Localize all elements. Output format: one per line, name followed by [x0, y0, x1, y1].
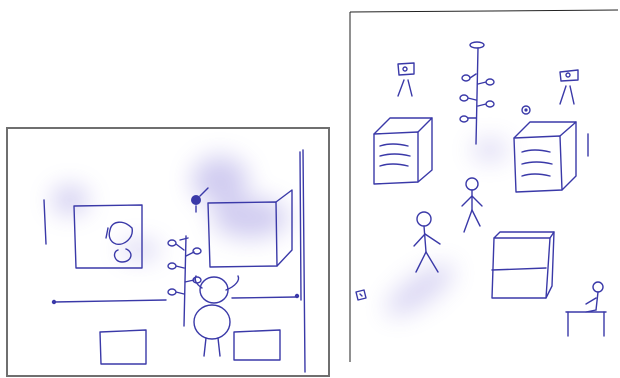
left-sketch [7, 128, 329, 376]
stick-figure-icon [462, 178, 482, 232]
pin-marker-icon [522, 106, 530, 114]
cabinet-icon [374, 118, 432, 184]
hanging-plant-icon [460, 42, 494, 144]
table-icon [492, 232, 554, 298]
ceiling-spotlight-icon [560, 70, 578, 104]
small-scribble-icon [356, 290, 366, 300]
cabinet-icon [514, 122, 588, 192]
ceiling-spotlight-icon [398, 63, 414, 96]
right-sketch [350, 10, 618, 362]
ink-smudges [379, 140, 508, 324]
stick-figure-icon [414, 212, 440, 272]
seated-person-icon [566, 282, 606, 336]
